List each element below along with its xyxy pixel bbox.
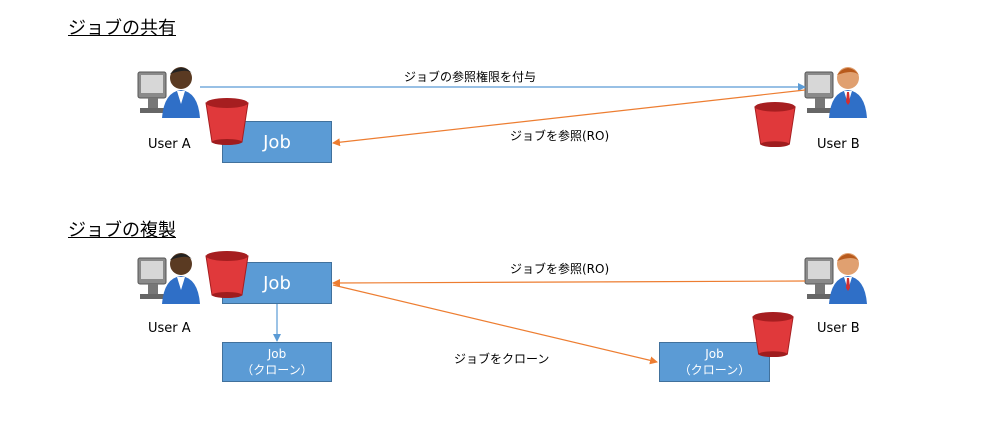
job-box-label: Job (263, 272, 291, 294)
user-a-computer-icon (137, 67, 200, 118)
user-b-computer-icon (804, 253, 867, 304)
user-a-label: User A (148, 321, 191, 336)
section-title-copy: ジョブの複製 (68, 220, 176, 241)
user-b-label: User B (817, 137, 860, 152)
clone-job-box-b[interactable]: Job （クローン） (659, 342, 770, 382)
user-a-bucket-icon (205, 98, 249, 145)
user-a-computer-icon (137, 253, 200, 304)
share-reference-label: ジョブを参照(RO) (510, 129, 610, 143)
user-b-bucket-icon (754, 102, 796, 148)
clone-job-b-line2: （クローン） (678, 363, 751, 377)
user-b-computer-icon (804, 67, 867, 118)
clone-job-box-a[interactable]: Job （クローン） (222, 342, 332, 382)
copy-reference-arrow (332, 278, 806, 287)
copy-reference-label: ジョブを参照(RO) (510, 262, 610, 276)
clone-job-a-line2: （クローン） (241, 363, 313, 377)
user-a-label: User A (148, 137, 191, 152)
clone-job-b-line1: Job (705, 347, 724, 361)
user-b-label: User B (817, 321, 860, 336)
clone-job-a-line1: Job (267, 347, 287, 361)
section-title-share: ジョブの共有 (68, 18, 176, 39)
share-reference-arrow (332, 89, 806, 147)
user-b-bucket-icon (752, 312, 794, 358)
user-a-bucket-icon (205, 251, 249, 298)
clone-label: ジョブをクローン (454, 352, 550, 366)
grant-permission-label: ジョブの参照権限を付与 (404, 70, 537, 84)
job-box-label: Job (263, 131, 291, 153)
clone-arrow (332, 284, 658, 365)
